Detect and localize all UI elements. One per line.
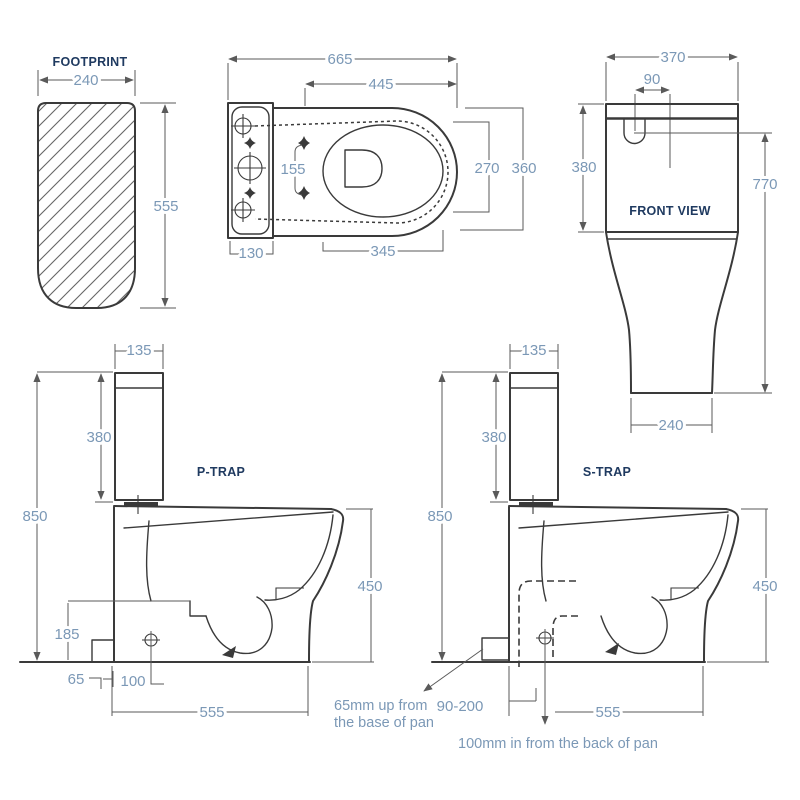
- overall-height-dim: 770: [752, 176, 777, 193]
- footprint-depth-dim: 555: [153, 198, 178, 215]
- pt-cistern-depth-dim: 135: [126, 342, 151, 359]
- base-width-dim: 240: [658, 417, 683, 434]
- seat-outline-dashed: [254, 120, 449, 224]
- footprint-width-dim: 240: [73, 72, 98, 89]
- p-trap-view: 135 380 850 185: [19, 339, 386, 724]
- footprint-shape: [37, 102, 136, 309]
- st-cistern-height-dim: 380: [481, 429, 506, 446]
- pt-pan-height-dim: 450: [357, 578, 382, 595]
- fixing-centres-dim: 155: [280, 161, 305, 178]
- s-trap-label: S-TRAP: [583, 465, 631, 479]
- pt-pan-outline: [91, 505, 345, 663]
- bowl-outer-width-dim: 360: [511, 160, 536, 177]
- cistern-top-outline: [227, 102, 274, 239]
- front-view: 370 90 380 770 240 FRONT VIEW: [568, 46, 780, 437]
- outlet-height-note-line1: 65mm up from: [334, 698, 427, 714]
- st-overall-depth-dim: 555: [595, 704, 620, 721]
- cistern-fixing-holes: [231, 114, 266, 222]
- pt-cistern-height-dim: 380: [86, 429, 111, 446]
- footprint-label: FOOTPRINT: [53, 55, 128, 69]
- pt-seat-hinge: [124, 502, 158, 507]
- button-offset-dim: 90: [644, 71, 661, 88]
- rim-to-front-dim: 445: [368, 76, 393, 93]
- seat-inner-width-dim: 270: [474, 160, 499, 177]
- bowl-body-outline: [272, 107, 458, 237]
- pedestal-left-side: [605, 231, 632, 394]
- cistern-depth-dim: 130: [238, 245, 263, 262]
- flush-button: [623, 118, 646, 145]
- st-outlet-range-dim: 90-200: [437, 698, 484, 715]
- outlet-position-note: 100mm in from the back of pan: [458, 736, 658, 752]
- front-cistern-height-dim: 380: [571, 159, 596, 176]
- st-pan-height-dim: 450: [752, 578, 777, 595]
- st-trap-pipe-dashed: [518, 580, 578, 667]
- st-cistern-depth-dim: 135: [521, 342, 546, 359]
- st-cistern: [509, 372, 559, 501]
- top-view: 665 445 155 270 360 345: [227, 48, 540, 265]
- pt-outlet-setback-dim: 65: [68, 671, 85, 688]
- bowl-rim-outline: [322, 124, 444, 218]
- pt-outlet-height-dim: 185: [54, 626, 79, 643]
- annotation-notes: 65mm up from the base of pan 100mm in fr…: [332, 648, 660, 755]
- p-trap-label: P-TRAP: [197, 465, 245, 479]
- pt-fixing-distance-dim: 100: [120, 673, 145, 690]
- overall-length-dim: 665: [327, 51, 352, 68]
- pt-flow-arrow: [222, 646, 236, 658]
- pt-overall-height-dim: 850: [22, 508, 47, 525]
- pt-cistern: [114, 372, 164, 501]
- st-overall-height-dim: 850: [427, 508, 452, 525]
- front-view-label: FRONT VIEW: [629, 204, 710, 218]
- cistern-lid-top: [231, 106, 270, 235]
- seat-length-dim: 345: [370, 243, 395, 260]
- st-seat-hinge: [519, 502, 553, 507]
- st-pan-outline: [481, 505, 740, 663]
- st-flow-arrow: [605, 643, 619, 655]
- pedestal-right-side: [711, 231, 739, 394]
- water-area-outline: [344, 149, 383, 188]
- front-width-dim: 370: [660, 49, 685, 66]
- note-leader-line: [423, 648, 484, 692]
- footprint-view: FOOTPRINT 240 555: [37, 53, 182, 309]
- fixing-star-markers: [244, 136, 310, 200]
- pt-overall-depth-dim: 555: [199, 704, 224, 721]
- s-trap-view: 135 380 850: [424, 339, 781, 725]
- outlet-height-note-line2: the base of pan: [334, 715, 434, 731]
- cistern-front-outline: [605, 103, 739, 233]
